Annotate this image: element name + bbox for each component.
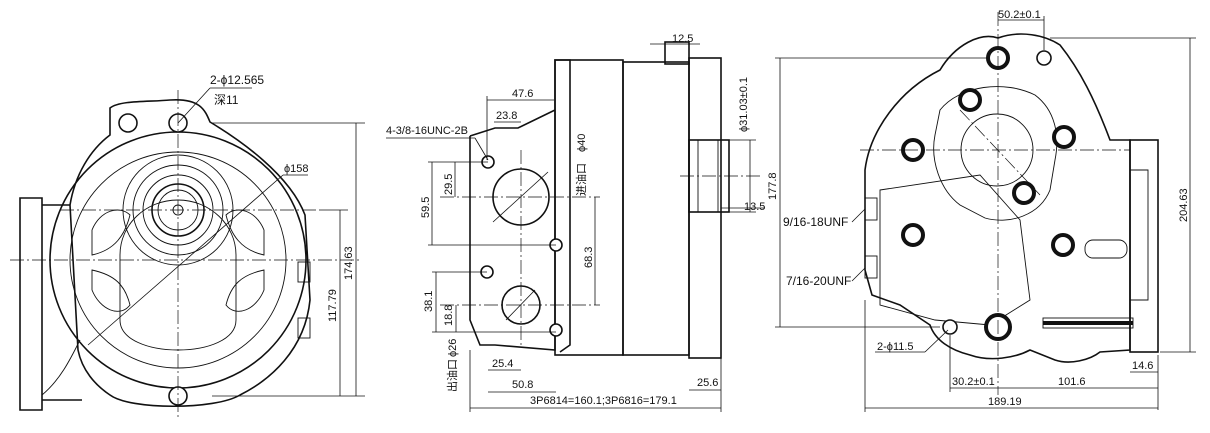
rear-side-flange [1129,139,1159,353]
side-body [554,59,624,356]
rear-hole-dia-label: 2-ϕ11.5 [877,341,914,353]
side-right-small-label: 25.6 [697,377,718,389]
side-outlet-dia-label: ϕ26 [447,339,459,357]
side-shaft-dia-label: ϕ31.03±0.1 [738,77,750,132]
side-inlet-dia-label: ϕ40 [576,134,588,152]
front-depth-callout: 深11 [214,93,239,107]
side-bottom-2-label: 50.8 [512,379,533,391]
side-lower-1-label: 38.1 [423,291,435,312]
rear-view: 50.2±0.1 177.8 9/16-18UNF 7/16-20UNF 204… [767,9,1196,412]
front-height-center-label: 117.79 [327,289,339,322]
side-outlet-label: 出油口 [445,359,459,392]
rear-right-small-label: 14.6 [1132,360,1153,372]
side-overall-label: 3P6814=160.1;3P6816=179.1 [530,395,677,407]
rear-overall-height-label: 177.8 [767,172,779,200]
rear-top-center-label: 50.2±0.1 [998,9,1041,21]
side-center-height-label: 68.3 [583,247,595,268]
front-inlet-flange [19,197,43,411]
front-view: 2-ϕ12.565 深11 ϕ158 174.63 117.79 [10,73,365,420]
rear-port-upper [864,197,878,221]
rear-overall-width-label: 189.19 [988,396,1022,408]
side-view: 47.6 23.8 4-3/8-16UNC-2B 29.5 59.5 ϕ40 进… [386,33,765,412]
rear-bottom-center-label: 30.2±0.1 [952,376,995,388]
side-front-housing [622,61,690,356]
side-thread-callout: 4-3/8-16UNC-2B [386,125,468,137]
front-mount-hole-left [118,113,138,133]
side-shaft-len-label: 13.5 [744,201,765,213]
rear-body-outline [864,33,1131,363]
rear-cover-plate [933,86,1058,221]
side-inlet-label: 进油口 [574,163,588,196]
front-body-outline [69,99,311,408]
front-height-total-label: 174.63 [343,246,355,280]
rear-bottom-mid-label: 101.6 [1058,376,1086,388]
side-flange [688,57,722,359]
side-left-total-label: 59.5 [420,197,432,218]
side-top-width-label: 47.6 [512,88,533,100]
front-hole-callout: 2-ϕ12.565 [210,73,264,87]
side-flange-top-label: 12.5 [672,33,693,45]
side-inner-width-label: 23.8 [496,110,517,122]
front-bore-dia-label: ϕ158 [284,163,309,175]
side-left-upper-label: 29.5 [443,174,455,195]
rear-port-1-label: 9/16-18UNF [783,215,848,229]
rear-port-2-label: 7/16-20UNF [786,274,851,288]
rear-right-height-label: 204.63 [1178,188,1190,222]
side-lower-2-label: 18.8 [443,305,455,326]
side-bottom-1-label: 25.4 [492,358,513,370]
rear-port-lower [864,255,878,279]
